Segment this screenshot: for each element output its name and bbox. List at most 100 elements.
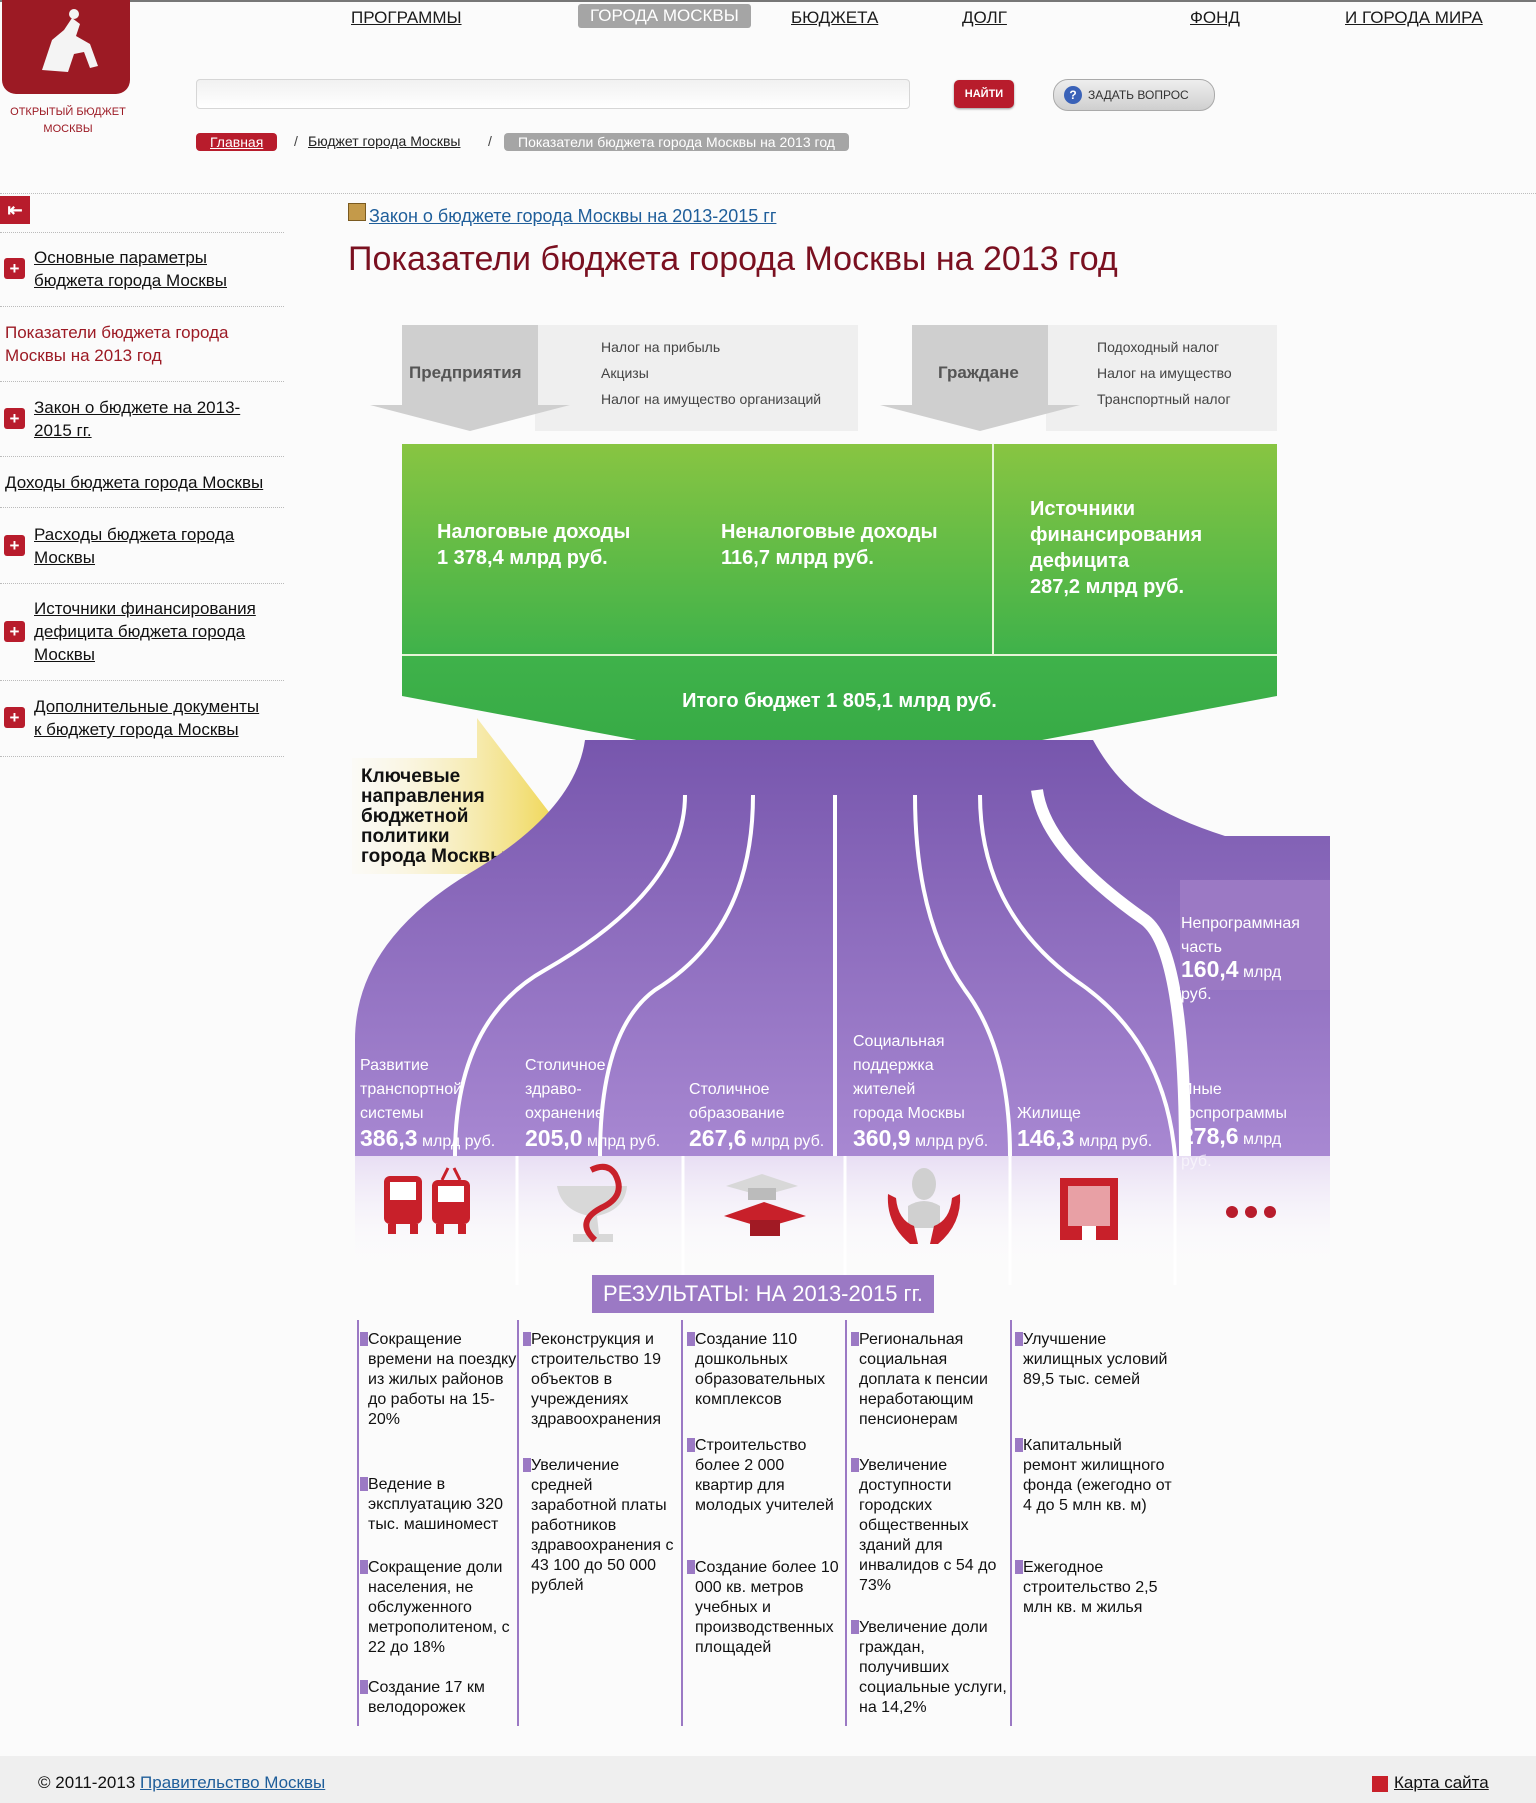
total-budget-arrow: [402, 656, 1277, 778]
income-divider: [992, 444, 994, 654]
sidebar-divider: [0, 456, 284, 457]
nav-programs[interactable]: ПРОГРАММЫ: [351, 8, 462, 27]
result-item: Региональная социальная доплата к пенсии…: [851, 1330, 1009, 1430]
income-divider: [402, 654, 1277, 656]
sidebar-divider: [0, 507, 284, 508]
expand-plus-icon[interactable]: +: [4, 707, 25, 728]
tax-item: Налог на имущество: [1097, 365, 1232, 381]
citizen-arrow: [880, 325, 1080, 431]
tax-item: Транспортный налог: [1097, 391, 1231, 407]
sitemap-link[interactable]: Карта сайта: [1394, 1773, 1489, 1792]
nav-debt[interactable]: ДОЛГ: [962, 8, 1007, 27]
citizens-heading: Граждане: [938, 363, 1019, 382]
program-social-value: 360,9 млрд руб.: [853, 1125, 989, 1151]
sidebar-divider: [0, 381, 284, 382]
program-education-value: 267,6 млрд руб.: [689, 1125, 825, 1151]
search-input[interactable]: [196, 79, 910, 109]
tax-item: Подоходный налог: [1097, 339, 1220, 355]
nav-world-cities[interactable]: И ГОРОДА МИРА: [1345, 8, 1483, 27]
rider-emblem-icon: [42, 9, 98, 72]
column-rule: [1010, 1320, 1012, 1726]
document-icon: [348, 203, 366, 221]
collapse-sidebar-button[interactable]: ⇤: [0, 196, 30, 224]
social-support-icon: [887, 1168, 961, 1244]
spending-flow-diagram: [355, 740, 1330, 1285]
result-item: Создание 17 км велодорожек: [360, 1678, 518, 1718]
enterprises-heading: Предприятия: [409, 363, 522, 382]
result-item: Строительство более 2 000 квартир для мо…: [687, 1436, 845, 1516]
header-divider: [0, 193, 1536, 194]
result-item: Увеличение средней заработной платы рабо…: [523, 1456, 681, 1596]
sidebar-item-label[interactable]: Доходы бюджета города Москвы: [5, 473, 264, 492]
result-item: Сокращение доли населения, не обслуженно…: [360, 1558, 518, 1658]
citizen-taxes-panel: [1046, 325, 1277, 431]
logo-caption: ОТКРЫТЫЙ БЮДЖЕТ МОСКВЫ: [10, 106, 126, 135]
income-block: [402, 444, 1277, 654]
moscow-coat-of-arms-logo[interactable]: [2, 0, 130, 94]
breadcrumb-current: Показатели бюджета города Москвы на 2013…: [504, 133, 849, 151]
breadcrumb-budget[interactable]: Бюджет города Москвы: [308, 133, 461, 149]
expand-plus-icon[interactable]: +: [4, 535, 25, 556]
expand-plus-icon[interactable]: +: [4, 408, 25, 429]
result-item: Сокращение времени на поездку из жилых р…: [360, 1331, 517, 1428]
sidebar-divider: [0, 583, 284, 584]
expand-plus-icon[interactable]: +: [4, 258, 25, 279]
result-item: Ежегодное строительство 2,5 млн кв. м жи…: [1015, 1558, 1173, 1618]
nav-budget[interactable]: БЮДЖЕТА: [791, 8, 879, 27]
column-rule: [357, 1320, 359, 1726]
more-dots-icon: [1226, 1206, 1276, 1218]
expand-plus-icon[interactable]: +: [4, 621, 25, 642]
column-rule: [681, 1320, 683, 1726]
budget-law-link[interactable]: Закон о бюджете города Москвы на 2013-20…: [369, 206, 777, 226]
result-item: Создание 110 дошкольных образовательных …: [687, 1330, 845, 1410]
sidebar-divider: [0, 756, 284, 757]
result-item: Реконструкция и строительство 19 объекто…: [523, 1330, 681, 1430]
tax-item: Налог на имущество организаций: [601, 391, 822, 407]
tax-item: Налог на прибыль: [601, 339, 721, 355]
collapse-icon: ⇤: [7, 199, 23, 220]
ask-question-button[interactable]: ? ЗАДАТЬ ВОПРОС: [1053, 79, 1215, 111]
transport-icon: [384, 1167, 470, 1234]
program-health-value: 205,0 млрд руб.: [525, 1125, 661, 1151]
breadcrumb-home[interactable]: Главная: [196, 133, 278, 151]
enterprise-taxes-panel: [535, 325, 858, 431]
citizen-tax-list: Подоходный налог Налог на имущество Тран…: [1097, 334, 1232, 412]
column-rule: [517, 1320, 519, 1726]
sitemap-icon[interactable]: [1372, 1776, 1388, 1792]
page-title: Показатели бюджета города Москвы на 2013…: [348, 240, 1118, 278]
result-item: Улучшение жилищных условий 89,5 тыс. сем…: [1015, 1330, 1173, 1390]
program-housing-value: 146,3 млрд руб.: [1017, 1125, 1153, 1151]
breadcrumb-separator: /: [294, 133, 298, 149]
total-budget-label: Итого бюджет 1 805,1 млрд руб.: [682, 690, 997, 712]
breadcrumb-separator: /: [488, 133, 492, 149]
sidebar-item-label[interactable]: Закон о бюджете на 2013-2015 гг.: [34, 398, 241, 440]
ask-question-label: ЗАДАТЬ ВОПРОС: [1088, 88, 1189, 102]
enterprise-arrow: [370, 325, 570, 431]
education-icon: [724, 1174, 806, 1236]
column-rule: [845, 1320, 847, 1726]
top-border: [0, 0, 1536, 2]
find-button[interactable]: НАЙТИ: [954, 80, 1014, 108]
government-link[interactable]: Правительство Москвы: [140, 1773, 326, 1792]
nav-city-moscow[interactable]: ГОРОДА МОСКВЫ: [578, 4, 751, 28]
results-heading: РЕЗУЛЬТАТЫ: НА 2013-2015 гг.: [592, 1275, 934, 1313]
nav-fund[interactable]: ФОНД: [1190, 8, 1240, 27]
sidebar-divider: [0, 680, 284, 681]
program-transport-value: 386,3 млрд руб.: [360, 1125, 496, 1151]
question-icon: ?: [1064, 86, 1082, 104]
